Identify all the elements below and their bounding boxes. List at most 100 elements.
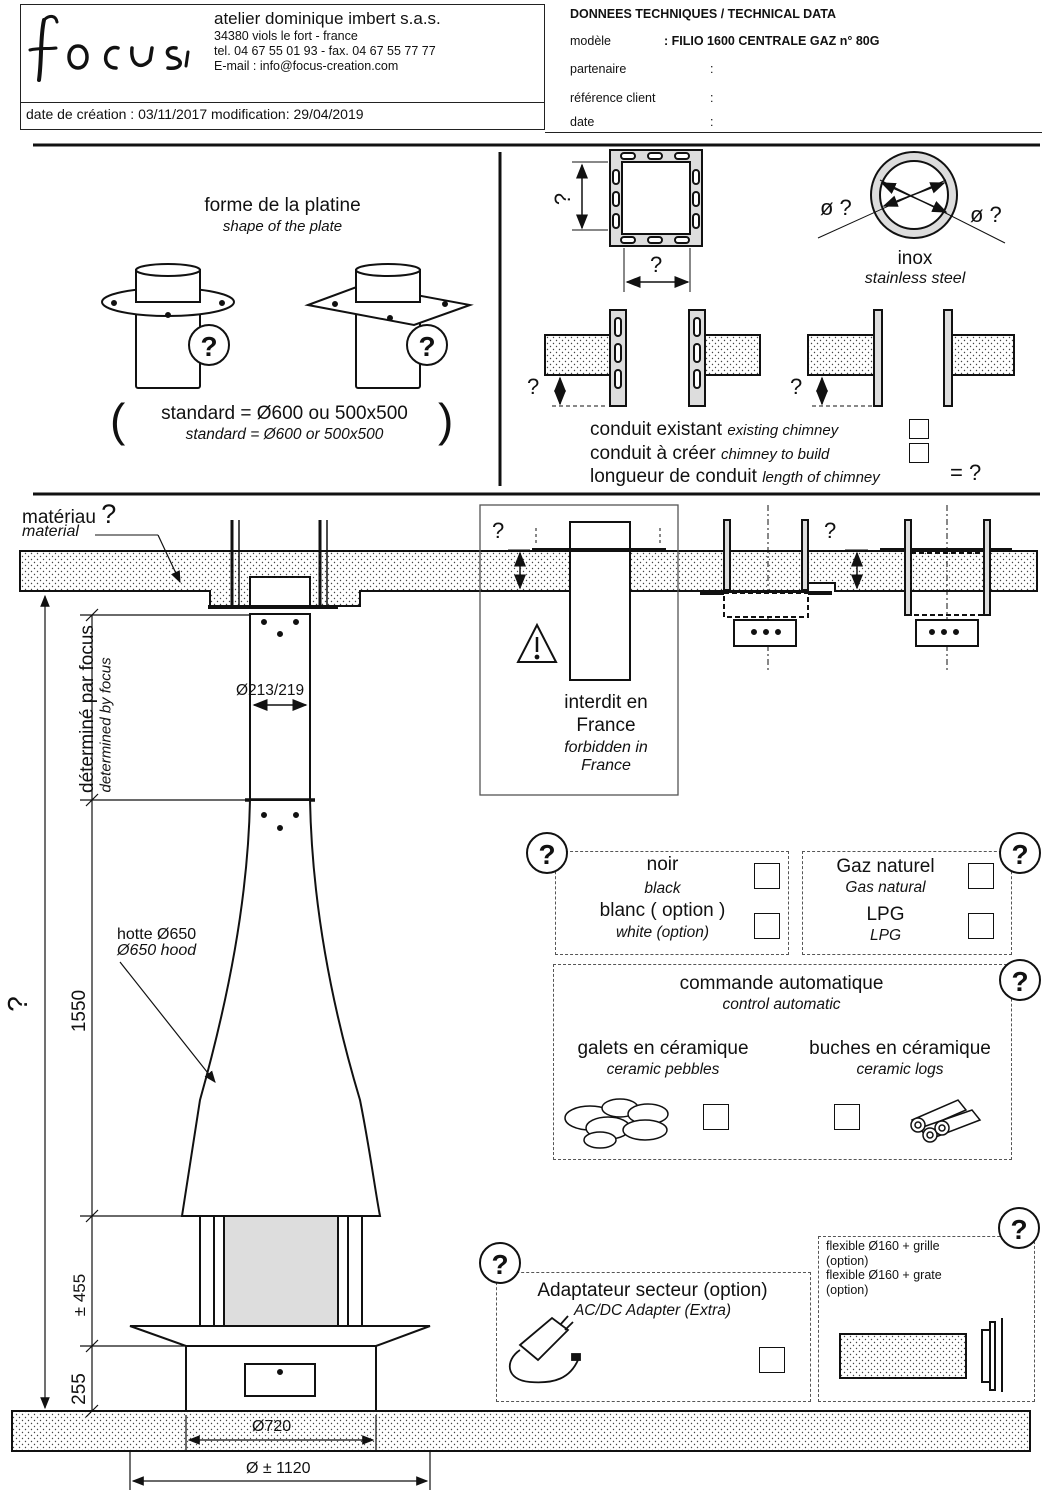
flex-question[interactable]: ? [998, 1207, 1040, 1249]
install-variant-1 [700, 505, 832, 670]
control-title: commande automatique [679, 973, 884, 994]
material-leader [157, 534, 181, 584]
white-label-en: white (option) [615, 924, 710, 941]
plate-close-paren: ) [438, 394, 454, 446]
hood-diameter-1120: Ø ± 1120 [246, 1460, 311, 1477]
white-label: blanc ( option ) [599, 900, 726, 921]
chimney-length-value[interactable]: = ? [950, 460, 982, 485]
ceramic-pebbles-icon [564, 1098, 669, 1149]
forbidden-install [508, 521, 666, 681]
flex-line-4: (option) [826, 1282, 869, 1297]
forbidden-label-en: forbidden in France [564, 739, 648, 774]
round-plate-drawing [101, 263, 235, 389]
variant-height-q: ? [824, 518, 837, 543]
fireplace-flue [249, 613, 311, 801]
adapter-label: Adaptateur secteur (option) [537, 1280, 768, 1301]
inox-label: inox [897, 248, 933, 269]
square-width-q: ? [650, 252, 663, 277]
total-height-q[interactable]: ? [1, 996, 33, 1012]
base-diameter-720: Ø720 [252, 1418, 292, 1435]
plate-square-question[interactable]: ? [406, 324, 448, 366]
control-title-en: control automatic [722, 996, 841, 1013]
logs-checkbox[interactable] [834, 1104, 860, 1130]
chimney-length-label: longueur de conduit length of chimney [590, 466, 880, 487]
square-height-q: ? [550, 192, 576, 206]
white-checkbox[interactable] [754, 913, 780, 939]
inox-label-en: stainless steel [864, 270, 966, 287]
plate-standard-en: standard = Ø600 or 500x500 [185, 426, 384, 443]
row-value-client-ref[interactable]: : [710, 91, 714, 105]
fireplace-body [129, 1215, 431, 1413]
dimension-lines [40, 594, 431, 1490]
black-label: noir [646, 854, 679, 875]
natural-gas-label-en: Gas natural [845, 879, 926, 896]
row-value-date[interactable]: : [710, 115, 714, 129]
forbidden-height-q: ? [492, 518, 505, 543]
square-plate-drawing [304, 263, 474, 389]
logs-label-en: ceramic logs [856, 1061, 944, 1078]
install-variant-2 [845, 505, 1012, 670]
header-divider [20, 102, 545, 103]
company-address: 34380 viols le fort - france [214, 29, 358, 43]
pipe-diameter: Ø213/219 [236, 682, 305, 699]
slab-square-q: ? [527, 374, 540, 399]
ac-adapter-icon [509, 1315, 581, 1384]
determined-by-focus: déterminé par focus [77, 625, 98, 793]
color-options-box [555, 851, 789, 955]
gas-options-box [802, 851, 1012, 955]
adapter-checkbox[interactable] [759, 1347, 785, 1373]
header-box [20, 4, 545, 130]
ceiling-slab [19, 520, 1038, 609]
natural-gas-checkbox[interactable] [968, 863, 994, 889]
creation-dates: date de création : 03/11/2017 modificati… [26, 106, 364, 122]
tech-divider [545, 132, 1042, 133]
material-label-en: material [22, 523, 79, 540]
adapter-question[interactable]: ? [479, 1242, 521, 1284]
flex-text: flexible Ø160 + grille (option) flexible… [826, 1239, 942, 1297]
round-diam-q-right: ø ? [970, 202, 1002, 227]
gas-question[interactable]: ? [999, 832, 1041, 874]
row-label-client-ref: référence client [570, 91, 656, 105]
floor-slab [11, 1410, 1031, 1452]
round-diam-q-left: ø ? [820, 195, 852, 220]
row-value-model: : FILIO 1600 CENTRALE GAZ n° 80G [664, 34, 880, 48]
material-label: matériau ? [22, 499, 117, 529]
adapter-box [496, 1272, 811, 1402]
plate-title: forme de la platine [204, 195, 361, 216]
plate-subtitle: shape of the plate [222, 218, 343, 235]
adapter-label-en: AC/DC Adapter (Extra) [573, 1302, 732, 1319]
hood-label-en: Ø650 hood [117, 942, 197, 959]
plate-round-question[interactable]: ? [188, 324, 230, 366]
lpg-checkbox[interactable] [968, 913, 994, 939]
create-chimney-checkbox[interactable] [909, 443, 929, 463]
round-inox-section [817, 151, 1006, 244]
forbidden-box [479, 504, 679, 796]
control-options-box [553, 964, 1012, 1160]
row-label-date: date [570, 115, 595, 129]
hood-label: hotte Ø650 [117, 926, 197, 943]
square-chimney-section [572, 149, 703, 292]
color-question[interactable]: ? [526, 832, 568, 874]
tech-title: DONNEES TECHNIQUES / TECHNICAL DATA [570, 7, 836, 21]
create-chimney-label: conduit à créer chimney to build [590, 443, 830, 464]
control-question[interactable]: ? [999, 959, 1041, 1001]
flex-line-3: flexible Ø160 + grate [826, 1268, 942, 1282]
chimney-in-slab-round [807, 309, 1015, 407]
forbidden-label: interdit en France [564, 692, 648, 736]
pebbles-checkbox[interactable] [703, 1104, 729, 1130]
black-checkbox[interactable] [754, 863, 780, 889]
existing-chimney-checkbox[interactable] [909, 419, 929, 439]
row-label-partner: partenaire [570, 62, 627, 76]
fireplace-hood [180, 798, 382, 1217]
existing-chimney-label: conduit existant existing chimney [590, 419, 839, 440]
pebbles-label: galets en céramique [577, 1038, 749, 1059]
height-1550: 1550 [69, 989, 90, 1033]
black-label-en: black [644, 880, 681, 897]
natural-gas-label: Gaz naturel [836, 856, 935, 877]
company-email[interactable]: E-mail : info@focus-creation.com [214, 59, 399, 73]
focus-logo: focus [28, 14, 190, 82]
plate-open-paren: ( [110, 394, 126, 446]
lpg-label-en: LPG [869, 927, 901, 944]
row-value-partner[interactable]: : [710, 62, 714, 76]
plate-standard: standard = Ø600 ou 500x500 [161, 403, 408, 424]
